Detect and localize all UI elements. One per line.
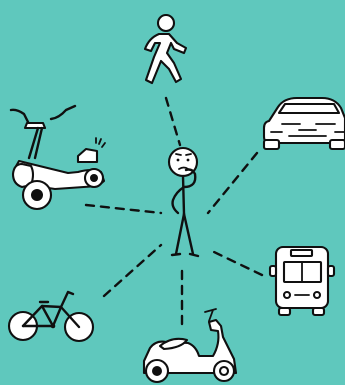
car-icon — [264, 98, 345, 149]
connector-bicycle — [104, 245, 161, 296]
connector-electric-scooter — [86, 205, 161, 213]
connector-car — [208, 153, 257, 213]
scooter-icon — [144, 309, 236, 382]
electric-scooter-icon — [11, 106, 105, 209]
bicycle-icon — [9, 292, 93, 341]
connector-bus — [214, 252, 262, 275]
walking-person-icon — [145, 15, 186, 83]
connector-walk — [166, 98, 180, 145]
connector-lines — [86, 98, 262, 325]
bus-icon — [270, 247, 334, 315]
thinking-person-icon — [169, 148, 198, 256]
